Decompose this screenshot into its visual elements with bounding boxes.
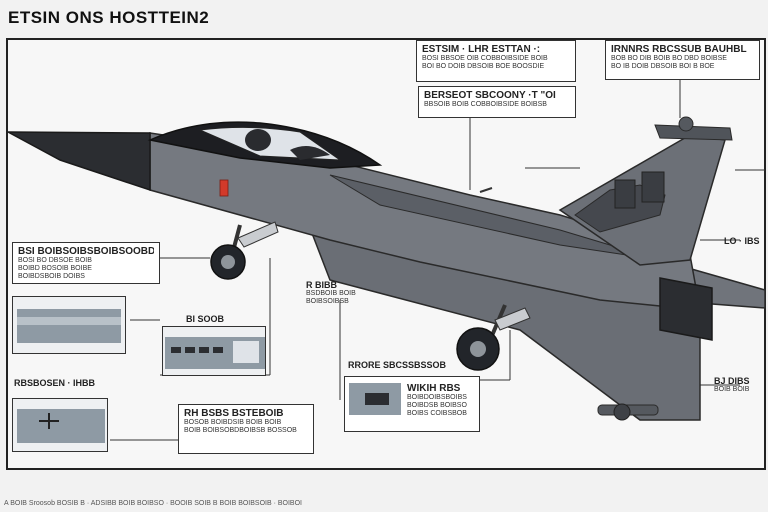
callout-line: BOIBD BOSOIB BOIBE (18, 265, 92, 272)
label-heading: R BIBB (306, 280, 337, 290)
callout-line: BO IB DOIB DBSOIB BOI B BOE (611, 63, 715, 70)
nose-cone (7, 131, 151, 192)
label-heading: RBSBOSEN · IHBB (14, 378, 96, 388)
thumbnail-weapon-bay (12, 398, 108, 452)
thumbnail-image (17, 409, 105, 443)
label-heading: LO · IBS (724, 236, 760, 246)
callout-left-top: BSI BOIBSOIBSBOIBSOOBD BOSI BO DBSOE BOI… (12, 242, 160, 284)
label-right-lower: BJ DIBS BOIB BOIB (714, 376, 750, 394)
label-line: BSDBOIB BOIB (306, 290, 356, 297)
front-landing-gear (210, 221, 279, 280)
callout-center: BERSEOT SBCOONY ·T "OI BBSOIB BOIB COBBO… (418, 86, 576, 118)
callout-heading: BSI BOIBSOIBSBOIBSOOBD (18, 246, 154, 257)
rear-landing-gear (456, 304, 531, 371)
label-engine-heading: RRORE SBCSSBSSOB (348, 360, 446, 370)
callout-heading: BERSEOT SBCOONY ·T "OI (424, 90, 556, 101)
callout-bottom-center: RH BSBS BSTEBOIB BOSOB BOIBDSIB BOIB BOI… (178, 404, 314, 454)
callout-heading: RH BSBS BSTEBOIB (184, 408, 284, 419)
label-right-upper: LO · IBS (724, 236, 760, 246)
callout-line: BOIBS COIBSBOB (407, 410, 467, 417)
callout-top-center: ESTSIM · LHR ESTTAN ·: BOSI BBSOE OIB CO… (416, 40, 576, 82)
callout-line: BOSI BBSOE OIB COBBOIBSIDE BOIB (422, 55, 548, 62)
label-left-mid: BI SOOB (186, 314, 224, 324)
callout-line: BOSI BO DBSOE BOIB (18, 257, 92, 264)
thumbnail-cockpit-section (12, 296, 126, 354)
page-title: ETSIN ONS HOSTTEIN2 (8, 8, 210, 27)
label-line: BOIBSOIBSB (306, 298, 349, 305)
callout-top-right: IRNNRS RBCSSUB BAUHBL BOB BO DIB BOIB BO… (605, 40, 760, 80)
label-heading: RRORE SBCSSBSSOB (348, 360, 447, 370)
label-heading: BI SOOB (186, 314, 225, 324)
callout-engine: WIKIH RBS BOIBDOIBSBOIBS BOIBDSB BOIBSO … (344, 376, 480, 432)
label-left-bottom: RBSBOSEN · IHBB (14, 378, 95, 388)
callout-heading: ESTSIM · LHR ESTTAN ·: (422, 44, 541, 55)
engine-nozzle (659, 277, 713, 341)
callout-line: BOB BO DIB BOIB BO DBD BOIBSE (611, 55, 727, 62)
callout-heading: IRNNRS RBCSSUB BAUHBL (611, 44, 747, 55)
callout-subheading: WIKIH RBS (407, 383, 461, 394)
thumbnail-fuselage-section (162, 326, 266, 376)
thumbnail-engine (349, 383, 401, 415)
callout-line: BOSOB BOIBDSIB BOIB BOIB (184, 419, 282, 426)
callout-line: BOIBDSBOIB DOIBS (18, 273, 85, 280)
label-center-mid: R BIBB BSDBOIB BOIB BOIBSOIBSB (306, 280, 356, 306)
callout-line: BOI BO DOIB DBSOIB BOE BOOSDIE (422, 63, 545, 70)
callout-line: BBSOIB BOIB COBBOIBSIDE BOIBSB (424, 101, 547, 108)
label-line: BOIB BOIB (714, 386, 750, 393)
callout-line: BOIBDSB BOIBSO (407, 402, 467, 409)
label-heading: BJ DIBS (714, 376, 750, 386)
callout-line: BOIB BOIBSOBDBOIBSB BOSSOB (184, 427, 297, 434)
thumbnail-image (17, 309, 121, 343)
callout-line: BOIBDOIBSBOIBS (407, 394, 467, 401)
thumbnail-image (165, 337, 265, 369)
footer-caption: A BOIB Sroosob BOSIB B · ADSIBB BOIB BOI… (4, 500, 302, 507)
